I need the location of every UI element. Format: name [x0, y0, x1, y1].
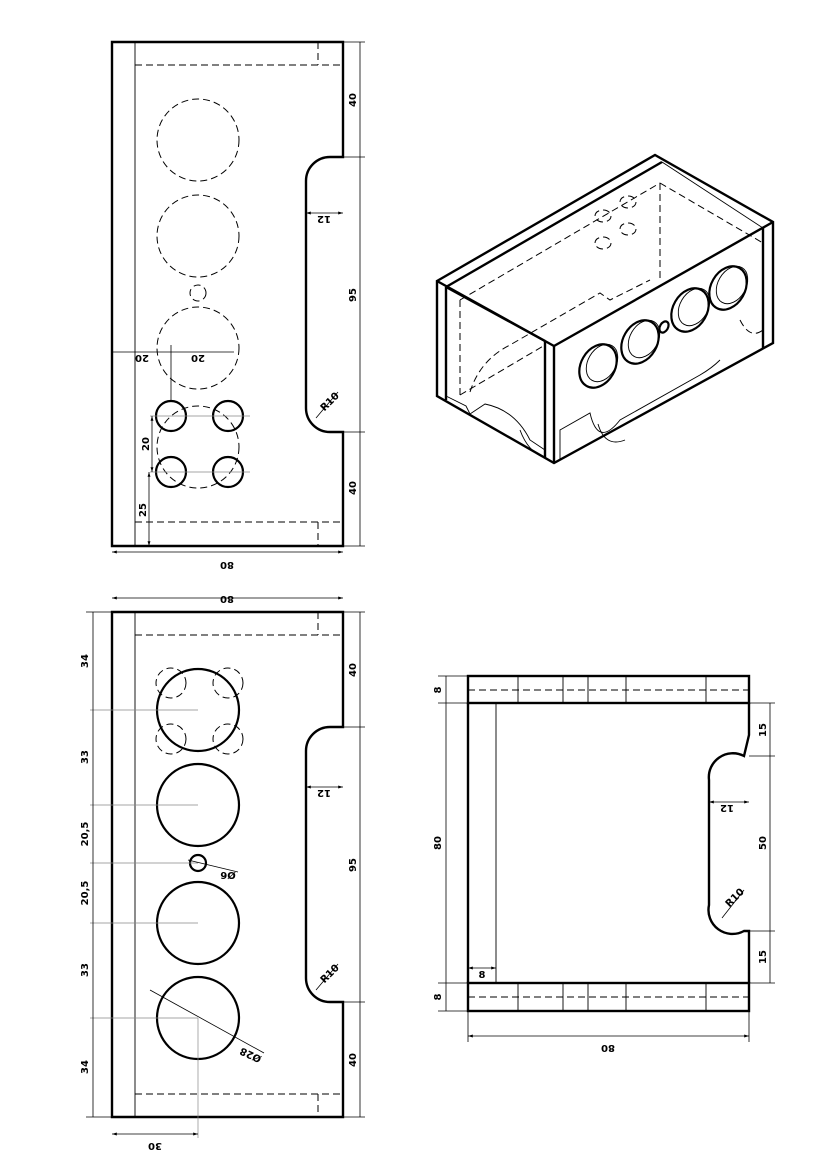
side-dim-wall: 8: [479, 970, 486, 981]
top-dim-width: 80: [220, 559, 234, 570]
side-dim-n-bot: 15: [758, 950, 769, 964]
front-dim-large-hole: Ø28: [238, 1045, 263, 1065]
top-dim-spacing: 20: [141, 437, 152, 451]
front-dim-s6: 34: [80, 1060, 91, 1074]
side-dim-n-mid: 50: [758, 836, 769, 850]
front-dim-width: 80: [220, 593, 234, 604]
top-dim-notch: 12: [317, 213, 331, 224]
front-dim-radius: R10: [319, 963, 342, 986]
side-dim-width: 80: [601, 1042, 615, 1053]
top-dim-offset-a: 20: [135, 352, 149, 363]
side-dim-bottom-plate: 8: [433, 993, 444, 1000]
top-dim-offset-b: 20: [191, 352, 205, 363]
front-dim-s5: 33: [80, 963, 91, 977]
front-dim-small-hole: Ø6: [220, 869, 236, 881]
side-dim-height: 80: [433, 836, 444, 850]
side-dim-radius: R10: [724, 887, 747, 910]
isometric-view: [435, 153, 775, 465]
front-view: 80 40 95 40 12 R10 34 33 20,5 20,5 33 34…: [80, 593, 365, 1151]
front-dim-center-offset: 30: [148, 1140, 162, 1151]
front-dim-s2: 33: [80, 750, 91, 764]
front-dim-h-top: 40: [348, 663, 359, 677]
side-dim-n-top: 15: [758, 723, 769, 737]
front-dim-notch: 12: [317, 787, 331, 798]
front-dim-s4: 20,5: [80, 881, 91, 906]
top-dim-radius: R10: [319, 391, 342, 414]
top-dim-h-bot: 40: [348, 481, 359, 495]
front-dim-s1: 34: [80, 654, 91, 668]
side-view: 8 80 8 8 80 15 50 15 12 R10: [433, 674, 775, 1053]
front-dim-h-mid: 95: [348, 858, 359, 872]
top-dim-h-mid: 95: [348, 288, 359, 302]
side-dim-top-plate: 8: [433, 686, 444, 693]
top-view: 40 95 40 12 R10 80 20 20 20 25: [110, 40, 365, 570]
top-dim-h-top: 40: [348, 93, 359, 107]
front-dim-s3: 20,5: [80, 822, 91, 847]
top-dim-bottom-offset: 25: [138, 503, 149, 517]
front-dim-h-bot: 40: [348, 1053, 359, 1067]
side-dim-notch: 12: [720, 802, 734, 813]
